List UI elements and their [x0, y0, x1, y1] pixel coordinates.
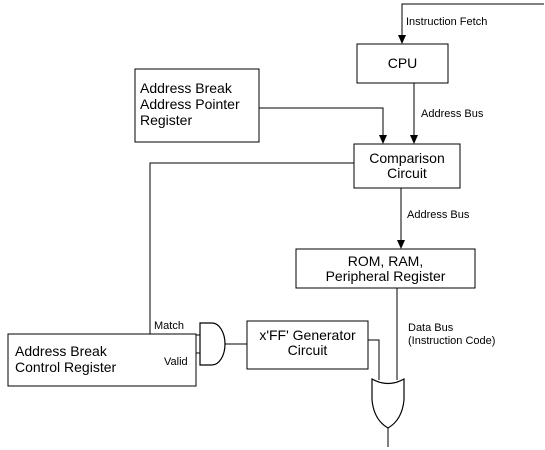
- address-bus-arrow-1: [410, 135, 418, 144]
- comparison-circuit-label: Comparison Circuit: [354, 151, 460, 181]
- instruction-fetch-arrow: [398, 35, 406, 44]
- control-line-1: Address Break: [15, 343, 107, 359]
- memory-line-1: ROM, RAM,: [347, 253, 424, 269]
- instruction-fetch-wire: [401, 3, 544, 37]
- comparison-line-1: Comparison: [369, 150, 445, 166]
- address-bus-arrow-2: [397, 240, 405, 249]
- control-register-box: [7, 333, 197, 387]
- and-gate: [199, 322, 226, 366]
- comparison-circuit-box: [353, 143, 461, 189]
- data-bus-label-line-2: (Instruction Code): [408, 335, 496, 347]
- address-pointer-register-box: [134, 68, 260, 143]
- cpu-box: [356, 43, 449, 84]
- pointer-line-3: Register: [140, 112, 193, 128]
- ff-generator-line-2: Circuit: [287, 342, 328, 358]
- address-bus-label-1: Address Bus: [421, 108, 484, 120]
- control-line-2: Control Register: [15, 359, 117, 375]
- valid-label: Valid: [164, 356, 188, 368]
- data-bus-label: Data Bus (Instruction Code): [408, 322, 495, 348]
- instruction-fetch-label: Instruction Fetch: [406, 16, 488, 28]
- pointer-to-comparison-wire: [259, 107, 384, 137]
- pointer-line-1: Address Break: [140, 80, 232, 96]
- or-gate: [371, 377, 405, 429]
- memory-line-2: Peripheral Register: [325, 268, 446, 284]
- control-register-label: Address Break Control Register: [15, 343, 116, 375]
- address-bus-label-2: Address Bus: [407, 209, 470, 221]
- cpu-label: CPU: [387, 55, 418, 71]
- memory-box: [295, 248, 476, 289]
- comparison-line-2: Circuit: [387, 165, 427, 181]
- memory-label: ROM, RAM, Peripheral Register: [296, 254, 475, 284]
- data-bus-label-line-1: Data Bus: [408, 322, 454, 334]
- ff-to-or-wire: [368, 339, 380, 380]
- pointer-line-2: Address Pointer: [140, 96, 240, 112]
- ff-generator-line-1: x'FF' Generator: [259, 327, 356, 343]
- pointer-to-comparison-arrow: [379, 135, 387, 144]
- ff-generator-label: x'FF' Generator Circuit: [247, 328, 368, 358]
- match-label: Match: [154, 320, 184, 332]
- ff-generator-box: [246, 320, 369, 370]
- address-pointer-register-label: Address Break Address Pointer Register: [140, 80, 240, 128]
